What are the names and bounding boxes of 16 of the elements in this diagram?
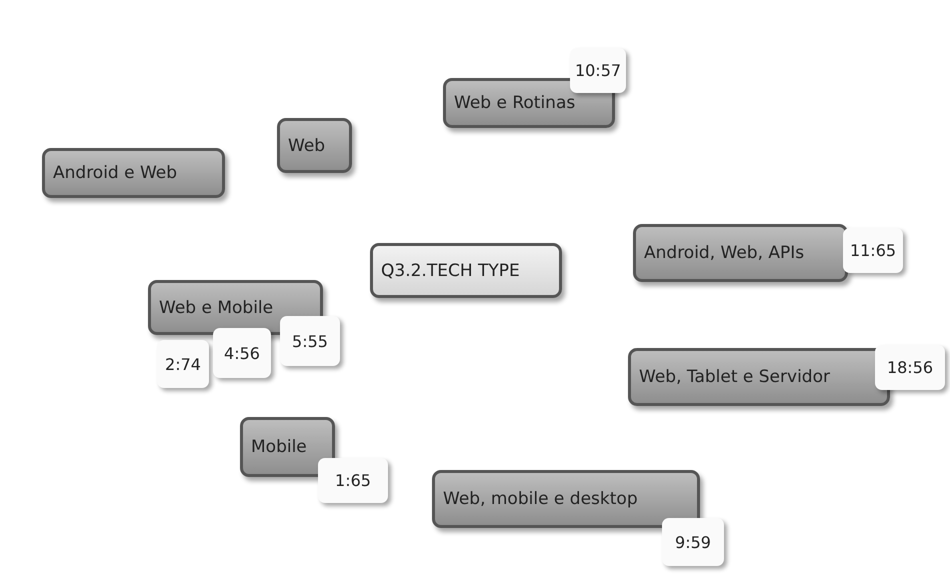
category-node: Web, mobile e desktop <box>432 470 700 528</box>
count-tag: 11:65 <box>843 228 903 273</box>
central-node: Q3.2.TECH TYPE <box>370 243 562 298</box>
count-tag: 5:55 <box>280 316 340 366</box>
count-tag: 1:65 <box>318 458 388 503</box>
category-node: Android, Web, APIs <box>633 224 848 282</box>
category-node: Web e Rotinas <box>443 78 615 128</box>
category-node: Web <box>277 118 352 173</box>
count-tag: 2:74 <box>157 340 209 388</box>
count-tag: 18:56 <box>875 345 945 390</box>
category-node: Web, Tablet e Servidor <box>628 348 890 406</box>
category-node: Android e Web <box>42 148 225 198</box>
category-node: Mobile <box>240 417 335 477</box>
count-tag: 10:57 <box>570 48 626 93</box>
count-tag: 9:59 <box>662 518 724 566</box>
count-tag: 4:56 <box>213 328 271 378</box>
